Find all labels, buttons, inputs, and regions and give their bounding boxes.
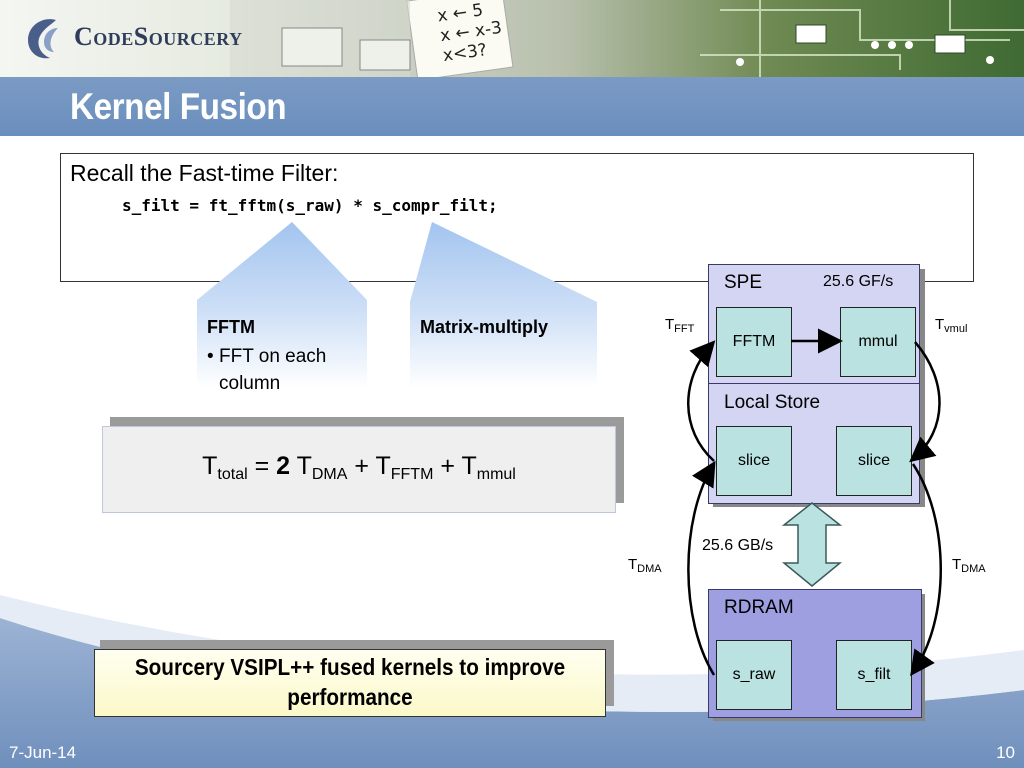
conclusion-text: Sourcery VSIPL++ fused kernels to improv… [120,652,581,712]
matrix-multiply-callout-title: Matrix-multiply [420,317,549,337]
mmul-to-slice-arrow [909,341,941,463]
slice-to-fftm-arrow [687,340,716,462]
slice-to-s-filt-arrow [910,463,942,677]
bandwidth-double-arrow [781,502,843,587]
local-store-slice-cell: slice [836,426,912,496]
title-bar [0,77,1024,136]
footer-date: 7-Jun-14 [9,743,77,762]
s-raw-to-slice-arrow [687,460,716,676]
fftm-callout-title: FFTM [207,317,255,337]
bullet-dot: • [207,346,214,367]
rdram-s-raw-cell: s_raw [716,640,792,710]
slide-number: 10 [996,743,1015,762]
logo-text: CodeSourcery [74,22,243,51]
t-vmul-label: Tvmul [935,316,968,335]
matrix-callout-shape [410,222,597,388]
recall-heading: Recall the Fast-time Filter: [70,160,339,186]
callout-shapes [197,222,597,388]
t-dma-right-label: TDMA [952,556,986,575]
banner-art [230,0,1024,77]
filter-code: s_filt = ft_fftm(s_raw) * s_compr_filt; [122,196,498,215]
spe-fftm-cell: FFTM [716,307,792,377]
conclusion-box [94,649,606,717]
recall-box [60,153,974,282]
fftm-bullet-line2: column [219,373,281,394]
spe-mmul-cell: mmul [840,307,916,377]
rdram-s-filt-cell: s_filt [836,640,912,710]
fftm-callout-shape [197,222,367,388]
t-dma-left-label: TDMA [628,556,662,575]
rdram-label: RDRAM [724,597,794,618]
total-time-formula: Ttotal = 2 TDMA + TFFTM + Tmmul [202,452,516,483]
t-fft-label: TFFT [665,316,695,335]
conclusion-line2: performance [287,684,413,710]
local-store-slice-cell: slice [716,426,792,496]
dma-bandwidth: 25.6 GB/s [702,537,774,554]
spe-compute-speed: 25.6 GF/s [823,273,894,290]
spe-label: SPE [724,272,763,293]
codesourcery-logo-icon [28,19,58,59]
header-banner: x ← 5 x ← x-3 x<3? CodeSourcery [0,0,1024,77]
local-store-label: Local Store [724,392,821,413]
conclusion-line1: Sourcery VSIPL++ fused kernels to improv… [134,654,566,680]
formula-box [102,426,616,513]
fftm-callout-bullet: •FFT on each column [207,343,367,397]
fftm-bullet-line1: FFT on each [219,346,327,367]
slide-title: Kernel Fusion [70,86,287,127]
